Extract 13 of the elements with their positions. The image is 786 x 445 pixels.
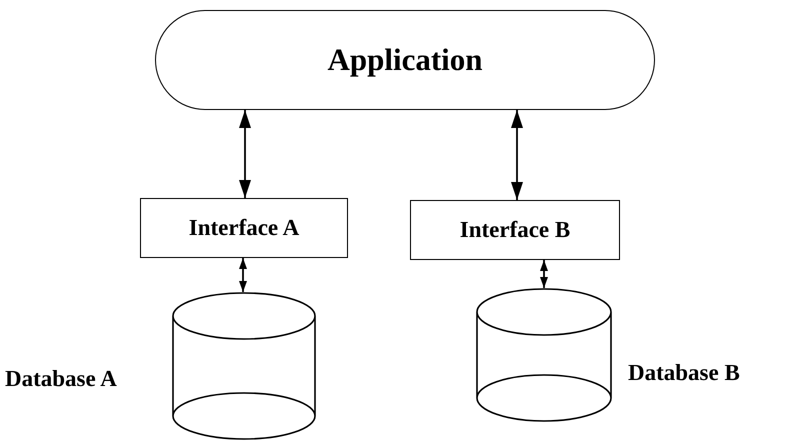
process-box <box>140 198 348 258</box>
node-label: Interface A <box>188 215 300 241</box>
node-caption: Database B <box>628 360 740 386</box>
double-headed-arrow <box>511 110 523 200</box>
node-caption: Database A <box>5 366 117 392</box>
double-headed-arrow <box>239 110 251 198</box>
double-headed-arrow <box>540 260 548 288</box>
database-cylinder <box>172 292 316 440</box>
process-box <box>410 200 620 260</box>
node-label: Interface B <box>460 217 570 243</box>
double-headed-arrow <box>239 258 247 292</box>
database-cylinder <box>476 288 612 422</box>
node-label: Application <box>327 42 483 78</box>
